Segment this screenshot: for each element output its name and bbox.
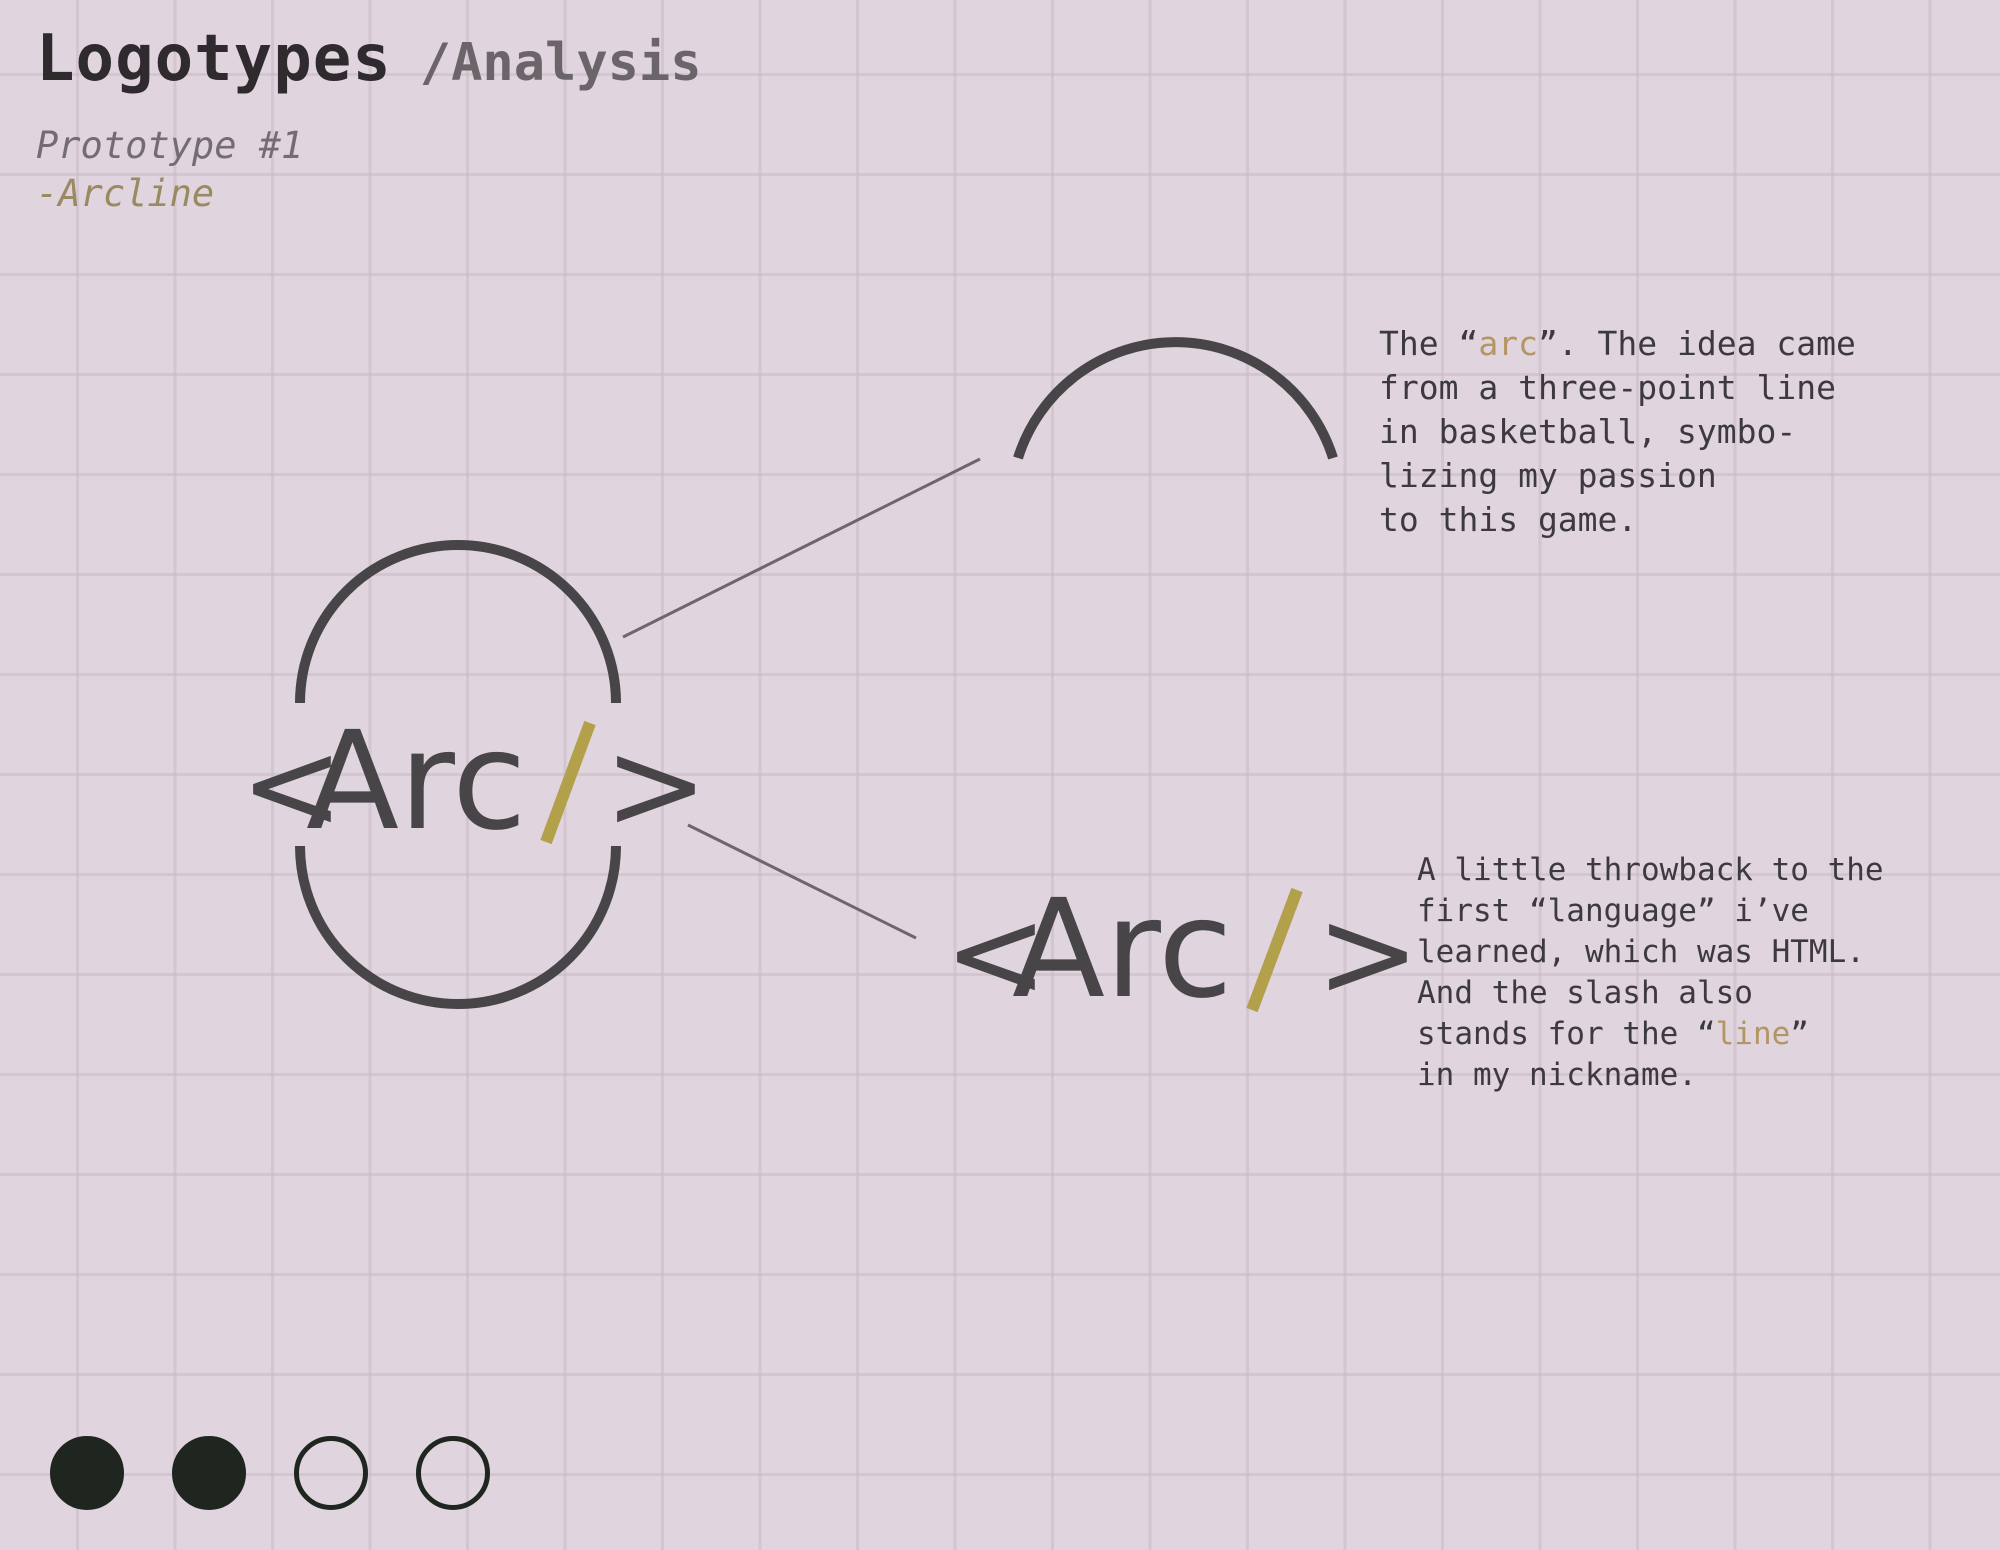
arc-highlight: arc [1478,324,1538,363]
line-highlight: line [1715,1016,1791,1052]
wordmark-slash [1246,887,1303,1013]
slash-note: A little throwback to the first “languag… [1417,852,1884,1093]
logo-open-bracket: < [240,714,344,858]
wordmark-open-bracket: < [944,882,1048,1026]
page-dot-2[interactable] [172,1436,246,1510]
pagination-dots [50,1436,490,1510]
page-subtitle: /Analysis [419,33,702,93]
logo-word: Arc [306,703,527,861]
logo-slash [540,720,596,845]
isolated-arc [1013,337,1338,460]
logo-bottom-arc [295,845,621,1009]
prototype-name: -Arcline [36,172,215,215]
connector-line-slash [687,823,917,940]
prototype-number: Prototype #1 [36,124,304,167]
page-dot-3[interactable] [294,1436,368,1510]
arc-note: The “arc”. The idea came from a three-po… [1379,324,1856,539]
logo-top-arc [295,540,621,704]
wordmark-word: Arc [1012,871,1233,1029]
page-dot-4[interactable] [416,1436,490,1510]
page-dot-1[interactable] [50,1436,124,1510]
connector-line-arc [622,457,981,639]
page-title: Logotypes [36,22,392,96]
wordmark-close-bracket: > [1316,882,1420,1026]
logo-close-bracket: > [604,714,708,858]
header: Logotypes/Analysis [36,22,702,96]
prototype-label: Prototype #1 -Arcline [36,122,303,218]
